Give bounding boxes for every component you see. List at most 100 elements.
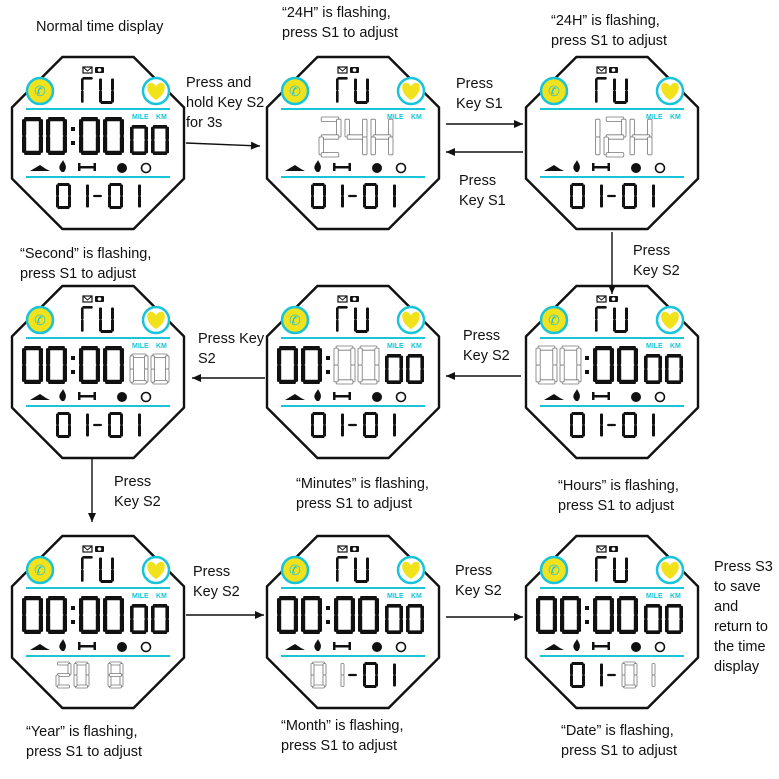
mail-icon bbox=[596, 545, 607, 553]
mile-label: MILE bbox=[132, 343, 149, 350]
mode-digit-3 bbox=[629, 118, 653, 156]
flame-icon bbox=[59, 160, 66, 172]
time-colon-bottom bbox=[326, 620, 330, 624]
stopwatch-icon bbox=[117, 642, 127, 652]
phone-icon bbox=[280, 555, 310, 585]
minute-digit-1 bbox=[79, 117, 100, 155]
date-digit-2 bbox=[86, 184, 89, 208]
hour-digit-1 bbox=[536, 596, 557, 634]
date-separator bbox=[348, 423, 357, 427]
mail-icon bbox=[337, 66, 348, 74]
minute-digit-2 bbox=[103, 346, 124, 384]
alarm-icon bbox=[140, 391, 152, 403]
camera-lens bbox=[352, 297, 357, 301]
phone-icon bbox=[280, 76, 310, 106]
second-digit-2 bbox=[150, 353, 170, 385]
mail-flap bbox=[337, 66, 348, 72]
arrow-label-s2-left-1: Press Key S2 bbox=[463, 328, 510, 364]
second-digit-2 bbox=[665, 604, 683, 634]
hour-digit-2 bbox=[301, 346, 322, 384]
date-separator bbox=[93, 194, 102, 198]
phone-icon bbox=[539, 76, 569, 106]
minute-digit-1 bbox=[593, 346, 614, 384]
minute-digit-2 bbox=[617, 596, 638, 634]
time-colon-top bbox=[71, 356, 75, 360]
caption-month: “Month” is flashing, press S1 to adjust bbox=[281, 718, 404, 754]
mail-flap bbox=[82, 295, 93, 301]
shoe-icon bbox=[544, 644, 564, 650]
alarm-icon bbox=[395, 391, 407, 403]
time-colon-top bbox=[71, 606, 75, 610]
date-digit-3 bbox=[107, 661, 124, 689]
km-label: KM bbox=[156, 343, 167, 350]
dumbbell-end-right bbox=[348, 392, 351, 400]
date-digit-2 bbox=[340, 663, 345, 687]
weekday-digit-1 bbox=[336, 306, 348, 332]
dumbbell-icon bbox=[334, 645, 350, 648]
caption-second: “Second” is flashing, press S1 to adjust bbox=[20, 246, 152, 282]
final-note: Press S3 to save and return to the time … bbox=[714, 559, 773, 675]
arrow-label-s2-left-2: Press Key S2 bbox=[198, 331, 265, 367]
weekday-digit-1 bbox=[81, 556, 93, 582]
dumbbell-icon bbox=[593, 645, 609, 648]
dumbbell-icon bbox=[334, 166, 350, 169]
stopwatch-icon bbox=[631, 163, 641, 173]
phone-glyph: ✆ bbox=[548, 313, 560, 329]
arrow-s1-back bbox=[446, 148, 523, 156]
second-digit-1 bbox=[644, 354, 662, 384]
mile-label: MILE bbox=[646, 343, 663, 350]
mail-flap bbox=[337, 295, 348, 301]
alarm-icon bbox=[395, 641, 407, 653]
camera-lens bbox=[97, 68, 102, 72]
km-label: KM bbox=[670, 593, 681, 600]
arrow-s1-forward bbox=[446, 120, 523, 128]
weekday-digit-2 bbox=[99, 307, 114, 333]
camera-lens bbox=[97, 297, 102, 301]
heart-shape bbox=[147, 82, 165, 100]
flame-icon bbox=[573, 389, 580, 401]
dumbbell-icon bbox=[593, 395, 609, 398]
km-label: KM bbox=[156, 593, 167, 600]
date-digit-3 bbox=[363, 412, 378, 438]
mail-icon bbox=[82, 295, 93, 303]
date-digit-1 bbox=[311, 183, 326, 209]
hour-digit-2 bbox=[559, 345, 582, 385]
arrow-label-s1-back: Press Key S1 bbox=[459, 173, 506, 209]
phone-icon bbox=[25, 555, 55, 585]
phone-icon bbox=[539, 555, 569, 585]
weekday-digit-1 bbox=[595, 556, 607, 582]
dumbbell-end-left bbox=[592, 392, 595, 400]
weekday-digit-1 bbox=[336, 556, 348, 582]
mile-label: MILE bbox=[646, 114, 663, 121]
date-digit-4 bbox=[393, 663, 396, 687]
time-colon-bottom bbox=[585, 620, 589, 624]
weekday-digit-2 bbox=[613, 78, 628, 104]
stopwatch-icon bbox=[117, 163, 127, 173]
camera-lens bbox=[352, 68, 357, 72]
alarm-icon bbox=[395, 162, 407, 174]
dumbbell-end-right bbox=[607, 642, 610, 650]
mode-digit-2 bbox=[603, 116, 627, 158]
mail-flap bbox=[82, 545, 93, 551]
hour-digit-1 bbox=[277, 346, 298, 384]
second-digit-2 bbox=[665, 354, 683, 384]
alarm-icon bbox=[654, 162, 666, 174]
shoe-icon bbox=[544, 165, 564, 171]
alarm-icon bbox=[140, 641, 152, 653]
minute-digit-1 bbox=[79, 596, 100, 634]
phone-glyph: ✆ bbox=[548, 84, 560, 100]
dumbbell-end-left bbox=[592, 163, 595, 171]
flame-icon bbox=[314, 389, 321, 401]
camera-lens bbox=[611, 547, 616, 551]
stopwatch-icon bbox=[372, 642, 382, 652]
dumbbell-icon bbox=[334, 395, 350, 398]
date-digit-4 bbox=[138, 184, 141, 208]
stopwatch-icon bbox=[372, 392, 382, 402]
mode-digit-1 bbox=[318, 116, 342, 158]
weekday-digit-2 bbox=[99, 78, 114, 104]
dumbbell-end-right bbox=[607, 163, 610, 171]
